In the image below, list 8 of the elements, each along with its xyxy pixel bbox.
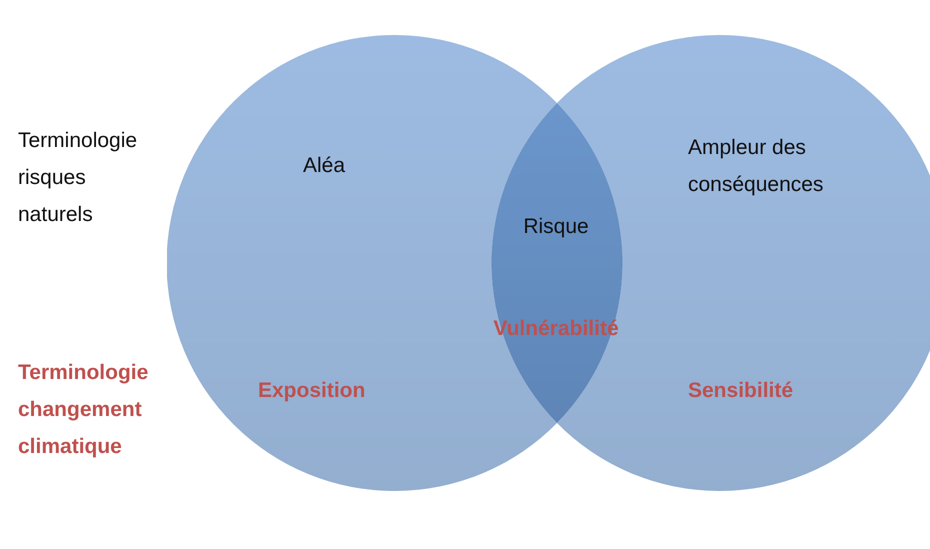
circle-label: Aléa (303, 153, 346, 179)
term-label: Vulnérabilité (493, 316, 619, 342)
circle-label: Risque (523, 214, 589, 240)
circle-label: Ampleur des conséquences (688, 135, 824, 198)
terminology-note: Terminologie changement climatique (18, 360, 150, 460)
term-label: Sensibilité (688, 378, 794, 404)
terminology-note: Terminologie risques naturels (18, 128, 138, 228)
term-label: Exposition (258, 378, 366, 404)
